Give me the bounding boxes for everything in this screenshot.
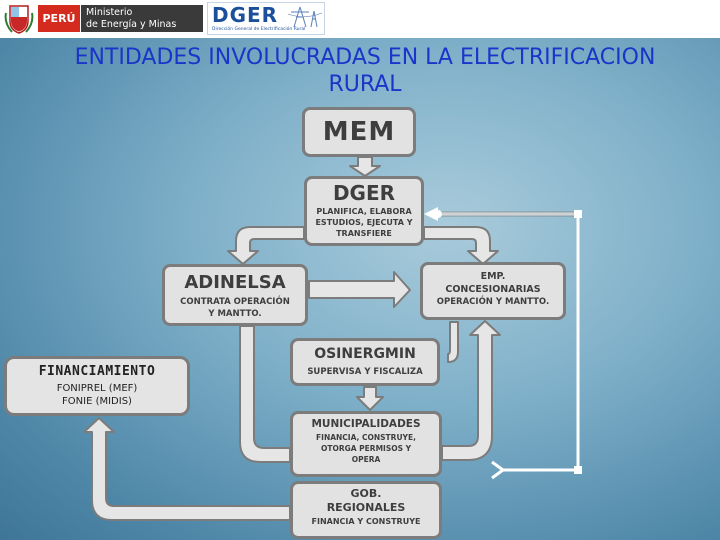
node-dger-line-3: TRANSFIERE [336,229,392,238]
node-adinelsa-title: ADINELSA [184,272,286,293]
ministry-line-1: Ministerio [86,7,133,18]
node-concesionarias: EMP. CONCESIONARIAS OPERACIÓN Y MANTTO. [420,262,566,320]
dger-logo-text: DGER [212,3,279,27]
node-mem-title: MEM [322,117,396,147]
node-osinergmin-title: OSINERGMIN [314,346,416,362]
power-tower-icon [288,6,322,28]
feedback-corner-marker-bottom [574,466,582,474]
connector-adinelsa-to-municipalidades [239,325,291,463]
feedback-corner-marker-top [574,210,582,218]
node-regionales-title-2: REGIONALES [326,501,406,514]
node-regionales-title-1: GOB. [350,487,382,500]
node-regionales: GOB. REGIONALES FINANCIA Y CONSTRUYE [290,481,442,539]
node-municipalidades-line-3: OPERA [351,455,381,464]
node-dger: DGER PLANIFICA, ELABORA ESTUDIOS, EJECUT… [304,176,424,246]
arrow-osinergmin-to-municipalidades [356,386,384,411]
node-municipalidades: MUNICIPALIDADES FINANCIA, CONSTRUYE, OTO… [290,411,442,477]
node-concesionarias-line-1: OPERACIÓN Y MANTTO. [436,297,550,307]
node-mem: MEM [302,107,416,157]
arrow-regionales-to-financiamiento [83,417,291,521]
peru-label: PERÚ [42,12,76,25]
node-regionales-line-1: FINANCIA Y CONSTRUYE [311,517,421,526]
connector-osinergmin-to-concesionarias [447,321,459,363]
node-adinelsa: ADINELSA CONTRATA OPERACIÓN Y MANTTO. [162,264,308,326]
node-municipalidades-line-2: OTORGA PERMISOS Y [320,444,412,453]
feedback-arrowhead [424,207,438,221]
feedback-start-marker [434,210,442,218]
node-dger-line-2: ESTUDIOS, EJECUTA Y [315,218,413,227]
dger-logo: DGER Dirección General de Electrificació… [207,2,325,35]
node-osinergmin-line-1: SUPERVISA Y FISCALIZA [307,367,423,377]
node-financiamiento-line-2: FONIE (MIDIS) [62,396,132,407]
node-municipalidades-line-1: FINANCIA, CONSTRUYE, [316,433,416,442]
ministry-label-box: Ministerio de Energía y Minas [81,5,203,32]
ministry-line-2: de Energía y Minas [86,19,177,30]
node-concesionarias-title-2: CONCESIONARIAS [445,284,541,295]
arrow-municipalidades-to-concesionarias [441,320,501,461]
dger-tagline: Dirección General de Electrificación Rur… [212,27,306,32]
arrow-dger-to-concesionarias [423,226,499,265]
arrow-mem-to-dger [349,156,381,177]
feedback-line [438,211,580,480]
diagram-title: ENTIDADES INVOLUCRADAS EN LA ELECTRIFICA… [20,44,710,98]
peru-label-box: PERÚ [38,5,80,32]
node-osinergmin: OSINERGMIN SUPERVISA Y FISCALIZA [290,338,440,386]
node-financiamiento-title: FINANCIAMIENTO [38,364,156,379]
arrow-adinelsa-to-concesionarias [308,271,411,308]
node-dger-line-1: PLANIFICA, ELABORA [316,207,412,216]
node-dger-title: DGER [332,181,396,205]
title-line-1: ENTIDADES INVOLUCRADAS EN LA ELECTRIFICA… [74,45,656,70]
header-bar: PERÚ Ministerio de Energía y Minas DGER … [0,0,720,38]
node-adinelsa-line-1: CONTRATA OPERACIÓN [180,297,290,307]
node-municipalidades-title: MUNICIPALIDADES [311,418,421,430]
node-adinelsa-line-2: Y MANTTO. [208,309,262,319]
peru-coat-of-arms-icon [4,3,34,35]
title-line-2: RURAL [328,72,402,97]
node-financiamiento-line-1: FONIPREL (MEF) [56,383,138,394]
node-concesionarias-title-1: EMP. [480,271,506,282]
arrow-dger-to-adinelsa [227,226,305,265]
node-financiamiento: FINANCIAMIENTO FONIPREL (MEF) FONIE (MID… [4,356,190,416]
